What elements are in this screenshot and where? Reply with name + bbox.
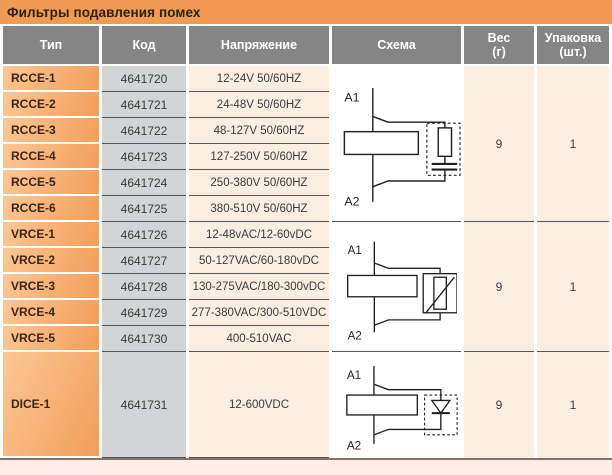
type-cell: VRCE-1 bbox=[3, 222, 99, 248]
page-background-strip bbox=[0, 460, 612, 475]
voltage-cell: 48-127V 50/60HZ bbox=[189, 118, 329, 144]
packaging-cell: 1 bbox=[537, 222, 609, 352]
terminal-label-a1: A1 bbox=[346, 369, 360, 382]
module-dashed-outline bbox=[425, 122, 461, 176]
column-header-schema: Схема bbox=[332, 26, 461, 66]
schema-cell-varistor: A1 A2 bbox=[332, 222, 461, 352]
table-row: RCCE-1 4641720 12-24V 50/60HZ A1 bbox=[3, 66, 609, 222]
section-title-bar: Фильтры подавления помех bbox=[0, 0, 612, 24]
table-row: DICE-1 4641731 12-600VDC A1 A2 bbox=[3, 352, 609, 458]
table-bottom-rule bbox=[0, 458, 612, 460]
code-cell: 4641726 bbox=[102, 222, 186, 248]
packaging-cell: 1 bbox=[537, 352, 609, 458]
code-cell: 4641723 bbox=[102, 144, 186, 170]
type-cell: RCCE-1 bbox=[3, 66, 99, 92]
weight-cell: 9 bbox=[464, 66, 534, 222]
column-header-weight: Вес (г) bbox=[464, 26, 534, 66]
voltage-cell: 12-48vAC/12-60vDC bbox=[189, 222, 329, 248]
resistor-symbol bbox=[437, 126, 452, 157]
type-cell: VRCE-5 bbox=[3, 326, 99, 352]
diode-symbol bbox=[429, 399, 451, 415]
code-cell: 4641727 bbox=[102, 248, 186, 274]
type-cell: RCCE-4 bbox=[3, 144, 99, 170]
voltage-cell: 12-24V 50/60HZ bbox=[189, 66, 329, 92]
code-cell: 4641728 bbox=[102, 274, 186, 300]
module-dashed-outline bbox=[423, 394, 458, 436]
schema-cell-diode: A1 A2 bbox=[332, 352, 461, 458]
code-cell: 4641724 bbox=[102, 170, 186, 196]
type-cell: RCCE-2 bbox=[3, 92, 99, 118]
table-row: VRCE-5 4641730 400-510VAC bbox=[3, 326, 609, 352]
table-row: RCCE-2 4641721 24-48V 50/60HZ bbox=[3, 92, 609, 118]
terminal-label-a2: A2 bbox=[344, 194, 359, 208]
code-cell: 4641725 bbox=[102, 196, 186, 222]
terminal-label-a1: A1 bbox=[344, 90, 359, 104]
voltage-cell: 250-380V 50/60HZ bbox=[189, 170, 329, 196]
column-header-code: Код bbox=[102, 26, 186, 66]
code-cell: 4641729 bbox=[102, 300, 186, 326]
column-header-type: Тип bbox=[3, 26, 99, 66]
top-wire bbox=[372, 115, 446, 128]
voltage-cell: 130-275VAC/180-300vDC bbox=[189, 274, 329, 300]
voltage-cell: 50-127VAC/60-180vDC bbox=[189, 248, 329, 274]
type-cell: RCCE-5 bbox=[3, 170, 99, 196]
code-cell: 4641721 bbox=[102, 92, 186, 118]
schema-cell-rc-suppressor: A1 A2 bbox=[332, 66, 461, 222]
code-cell: 4641722 bbox=[102, 118, 186, 144]
voltage-cell: 24-48V 50/60HZ bbox=[189, 92, 329, 118]
type-cell: VRCE-2 bbox=[3, 248, 99, 274]
code-cell: 4641730 bbox=[102, 326, 186, 352]
table-row: RCCE-5 4641724 250-380V 50/60HZ bbox=[3, 170, 609, 196]
relay-coil-symbol bbox=[345, 394, 418, 416]
code-cell: 4641720 bbox=[102, 66, 186, 92]
type-cell: RCCE-3 bbox=[3, 118, 99, 144]
top-wire bbox=[373, 261, 441, 274]
relay-coil-symbol bbox=[343, 130, 419, 155]
type-cell: RCCE-6 bbox=[3, 196, 99, 222]
table-row: RCCE-4 4641723 127-250V 50/60HZ bbox=[3, 144, 609, 170]
header-row: Тип Код Напряжение Схема Вес (г) Упаковк… bbox=[3, 26, 609, 66]
terminal-label-a1: A1 bbox=[347, 245, 361, 257]
table-row: VRCE-1 4641726 12-48vAC/12-60vDC A1 A2 bbox=[3, 222, 609, 352]
type-cell: VRCE-3 bbox=[3, 274, 99, 300]
voltage-cell: 127-250V 50/60HZ bbox=[189, 144, 329, 170]
diode-schematic: A1 A2 bbox=[345, 366, 458, 452]
filters-table: Тип Код Напряжение Схема Вес (г) Упаковк… bbox=[0, 26, 612, 458]
voltage-cell: 12-600VDC bbox=[189, 352, 329, 458]
bottom-wire bbox=[372, 169, 446, 187]
relay-coil-symbol bbox=[346, 274, 418, 297]
table-row: RCCE-3 4641722 48-127V 50/60HZ bbox=[3, 118, 609, 144]
packaging-cell: 1 bbox=[537, 66, 609, 222]
weight-cell: 9 bbox=[464, 222, 534, 352]
bottom-wire bbox=[373, 312, 441, 326]
table-row: VRCE-2 4641727 50-127VAC/60-180vDC bbox=[3, 248, 609, 274]
voltage-cell: 400-510VAC bbox=[189, 326, 329, 352]
varistor-schematic: A1 A2 bbox=[346, 241, 457, 342]
weight-cell: 9 bbox=[464, 352, 534, 458]
column-header-packaging: Упаковка (шт.) bbox=[537, 26, 609, 66]
terminal-label-a2: A2 bbox=[346, 439, 360, 452]
type-cell: VRCE-4 bbox=[3, 300, 99, 326]
type-cell: DICE-1 bbox=[3, 352, 99, 458]
code-cell: 4641731 bbox=[102, 352, 186, 458]
bottom-wire bbox=[373, 413, 442, 436]
voltage-cell: 277-380VAC/300-510VDC bbox=[189, 300, 329, 326]
voltage-cell: 380-510V 50/60HZ bbox=[189, 196, 329, 222]
terminal-label-a2: A2 bbox=[347, 330, 361, 342]
table-row: VRCE-4 4641729 277-380VAC/300-510VDC bbox=[3, 300, 609, 326]
section-title: Фильтры подавления помех bbox=[7, 4, 201, 20]
rc-suppressor-schematic: A1 A2 bbox=[343, 87, 461, 208]
column-header-voltage: Напряжение bbox=[189, 26, 329, 66]
table-row: RCCE-6 4641725 380-510V 50/60HZ bbox=[3, 196, 609, 222]
table-row: VRCE-3 4641728 130-275VAC/180-300vDC bbox=[3, 274, 609, 300]
varistor-symbol bbox=[432, 276, 447, 310]
varistor-diagonal bbox=[424, 276, 455, 313]
